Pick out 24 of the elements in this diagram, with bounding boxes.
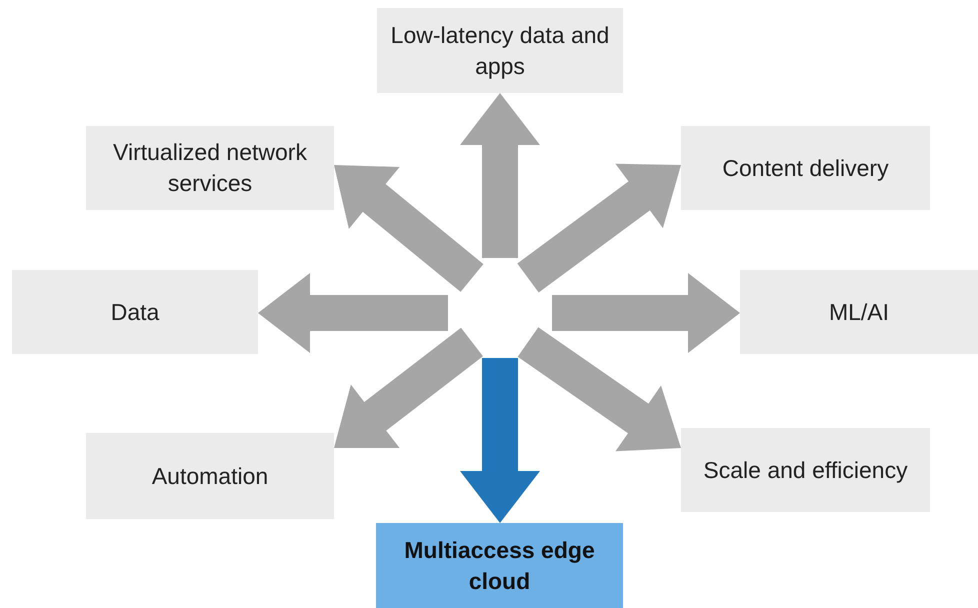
block-arrow bbox=[517, 164, 681, 292]
block-arrow bbox=[334, 165, 484, 292]
block-arrow bbox=[258, 273, 448, 353]
label-box bbox=[86, 433, 334, 519]
label-box bbox=[681, 428, 930, 512]
block-arrow bbox=[552, 273, 740, 353]
box-label: Multiaccess edge cloud bbox=[403, 536, 596, 596]
label-box bbox=[376, 523, 623, 608]
block-arrow bbox=[518, 327, 681, 452]
box-label: Automation bbox=[152, 462, 268, 490]
label-box bbox=[86, 126, 334, 210]
box-label: Content delivery bbox=[722, 154, 889, 183]
block-arrow bbox=[460, 93, 540, 258]
block-arrow bbox=[334, 328, 483, 448]
box-label: ML/AI bbox=[828, 298, 890, 326]
label-box bbox=[681, 126, 930, 210]
label-box bbox=[740, 270, 978, 354]
box-label: Scale and efficiency bbox=[703, 456, 908, 485]
box-label: Low-latency data and apps bbox=[390, 20, 610, 81]
label-box bbox=[12, 270, 258, 354]
box-label: Data bbox=[110, 298, 160, 326]
box-label: Virtualized network services bbox=[112, 138, 308, 198]
label-box bbox=[377, 8, 623, 93]
block-arrow bbox=[460, 358, 540, 523]
